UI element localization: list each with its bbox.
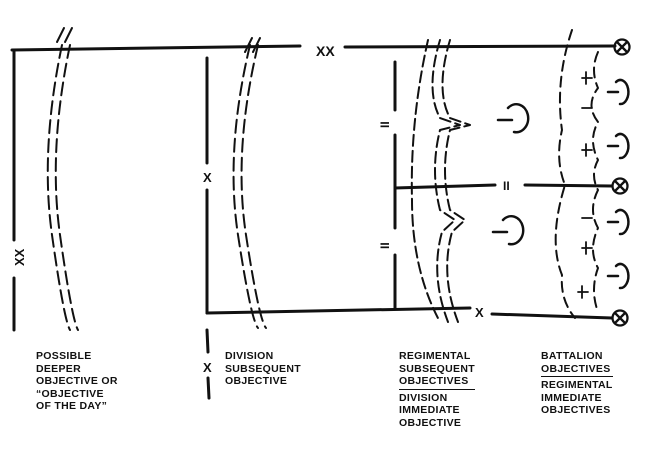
label-line: SUBSEQUENT: [399, 362, 475, 375]
company-objective-icon: [491, 78, 630, 290]
label-line: DIVISION: [225, 350, 274, 362]
label-line: IMMEDIATE: [541, 391, 602, 404]
label-line: OBJECTIVES: [541, 362, 611, 375]
phase-line-deeper-objective: [46, 27, 79, 331]
circle-x-icon: [611, 38, 631, 327]
battalion-boundary-symbol: II: [503, 179, 510, 193]
label-line: BATTALION: [541, 350, 603, 362]
phase-line-division-subsequent: [232, 37, 267, 329]
label-line: DIVISION: [399, 391, 448, 404]
regiment-boundary-symbol-lower: X: [203, 360, 212, 375]
phase-line-regimental-subsequent: [410, 39, 471, 323]
label-line: REGIMENTAL: [399, 350, 471, 362]
label-divider: [541, 376, 613, 377]
label-line: SUBSEQUENT: [225, 362, 301, 375]
label-line: IMMEDIATE: [399, 404, 460, 416]
top-division-boundary: [10, 44, 617, 52]
label-line: DEEPER: [36, 362, 81, 375]
label-line: OF THE DAY”: [36, 400, 108, 412]
division-boundary-symbol: XX: [316, 43, 335, 59]
label-line: “OBJECTIVE: [36, 387, 104, 400]
regiment-boundary-vertical: [205, 56, 211, 400]
battalion-boundary-symbol-upper: II: [378, 121, 392, 128]
label-divider: [399, 388, 475, 390]
label-line: OBJECTIVE: [225, 375, 288, 387]
label-line: OBJECTIVE OR: [36, 375, 118, 387]
battalion-tick-marks: [577, 71, 593, 299]
regiment-boundary-symbol-bottom: X: [475, 305, 484, 320]
bottom-regiment-boundary: [205, 306, 614, 320]
label-division-subsequent: DIVISION SUBSEQUENT OBJECTIVE: [225, 350, 301, 388]
label-battalion-objectives: BATTALION OBJECTIVES REGIMENTAL IMMEDIAT…: [541, 350, 613, 417]
label-line: OBJECTIVES: [399, 375, 469, 387]
regiment-boundary-symbol: X: [203, 170, 212, 185]
label-deeper-objective: POSSIBLE DEEPER OBJECTIVE OR “OBJECTIVE …: [36, 350, 118, 413]
division-boundary-symbol-left: XX: [12, 248, 27, 266]
label-line: REGIMENTAL: [541, 379, 613, 391]
label-line: OBJECTIVE: [399, 416, 462, 429]
label-regimental-subsequent: REGIMENTAL SUBSEQUENT OBJECTIVES DIVISIO…: [399, 350, 475, 429]
phase-line-battalion: [554, 29, 599, 319]
label-line: OBJECTIVES: [541, 404, 611, 416]
label-line: POSSIBLE: [36, 350, 92, 362]
battalion-boundary-symbol-lower: II: [378, 242, 392, 249]
